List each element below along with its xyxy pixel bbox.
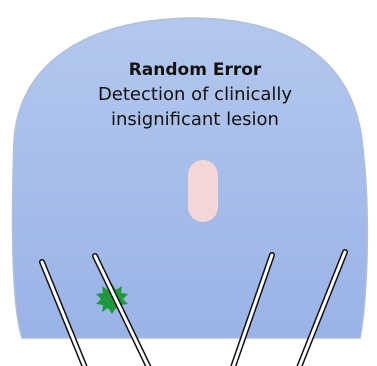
diagram-caption: Random Error Detection of clinically ins…: [60, 58, 330, 132]
diagram-subtitle-line-1: Detection of clinically: [60, 82, 330, 107]
insignificant-lesion: [188, 160, 218, 222]
diagram-subtitle-line-2: insignificant lesion: [60, 107, 330, 132]
diagram-title: Random Error: [60, 58, 330, 82]
